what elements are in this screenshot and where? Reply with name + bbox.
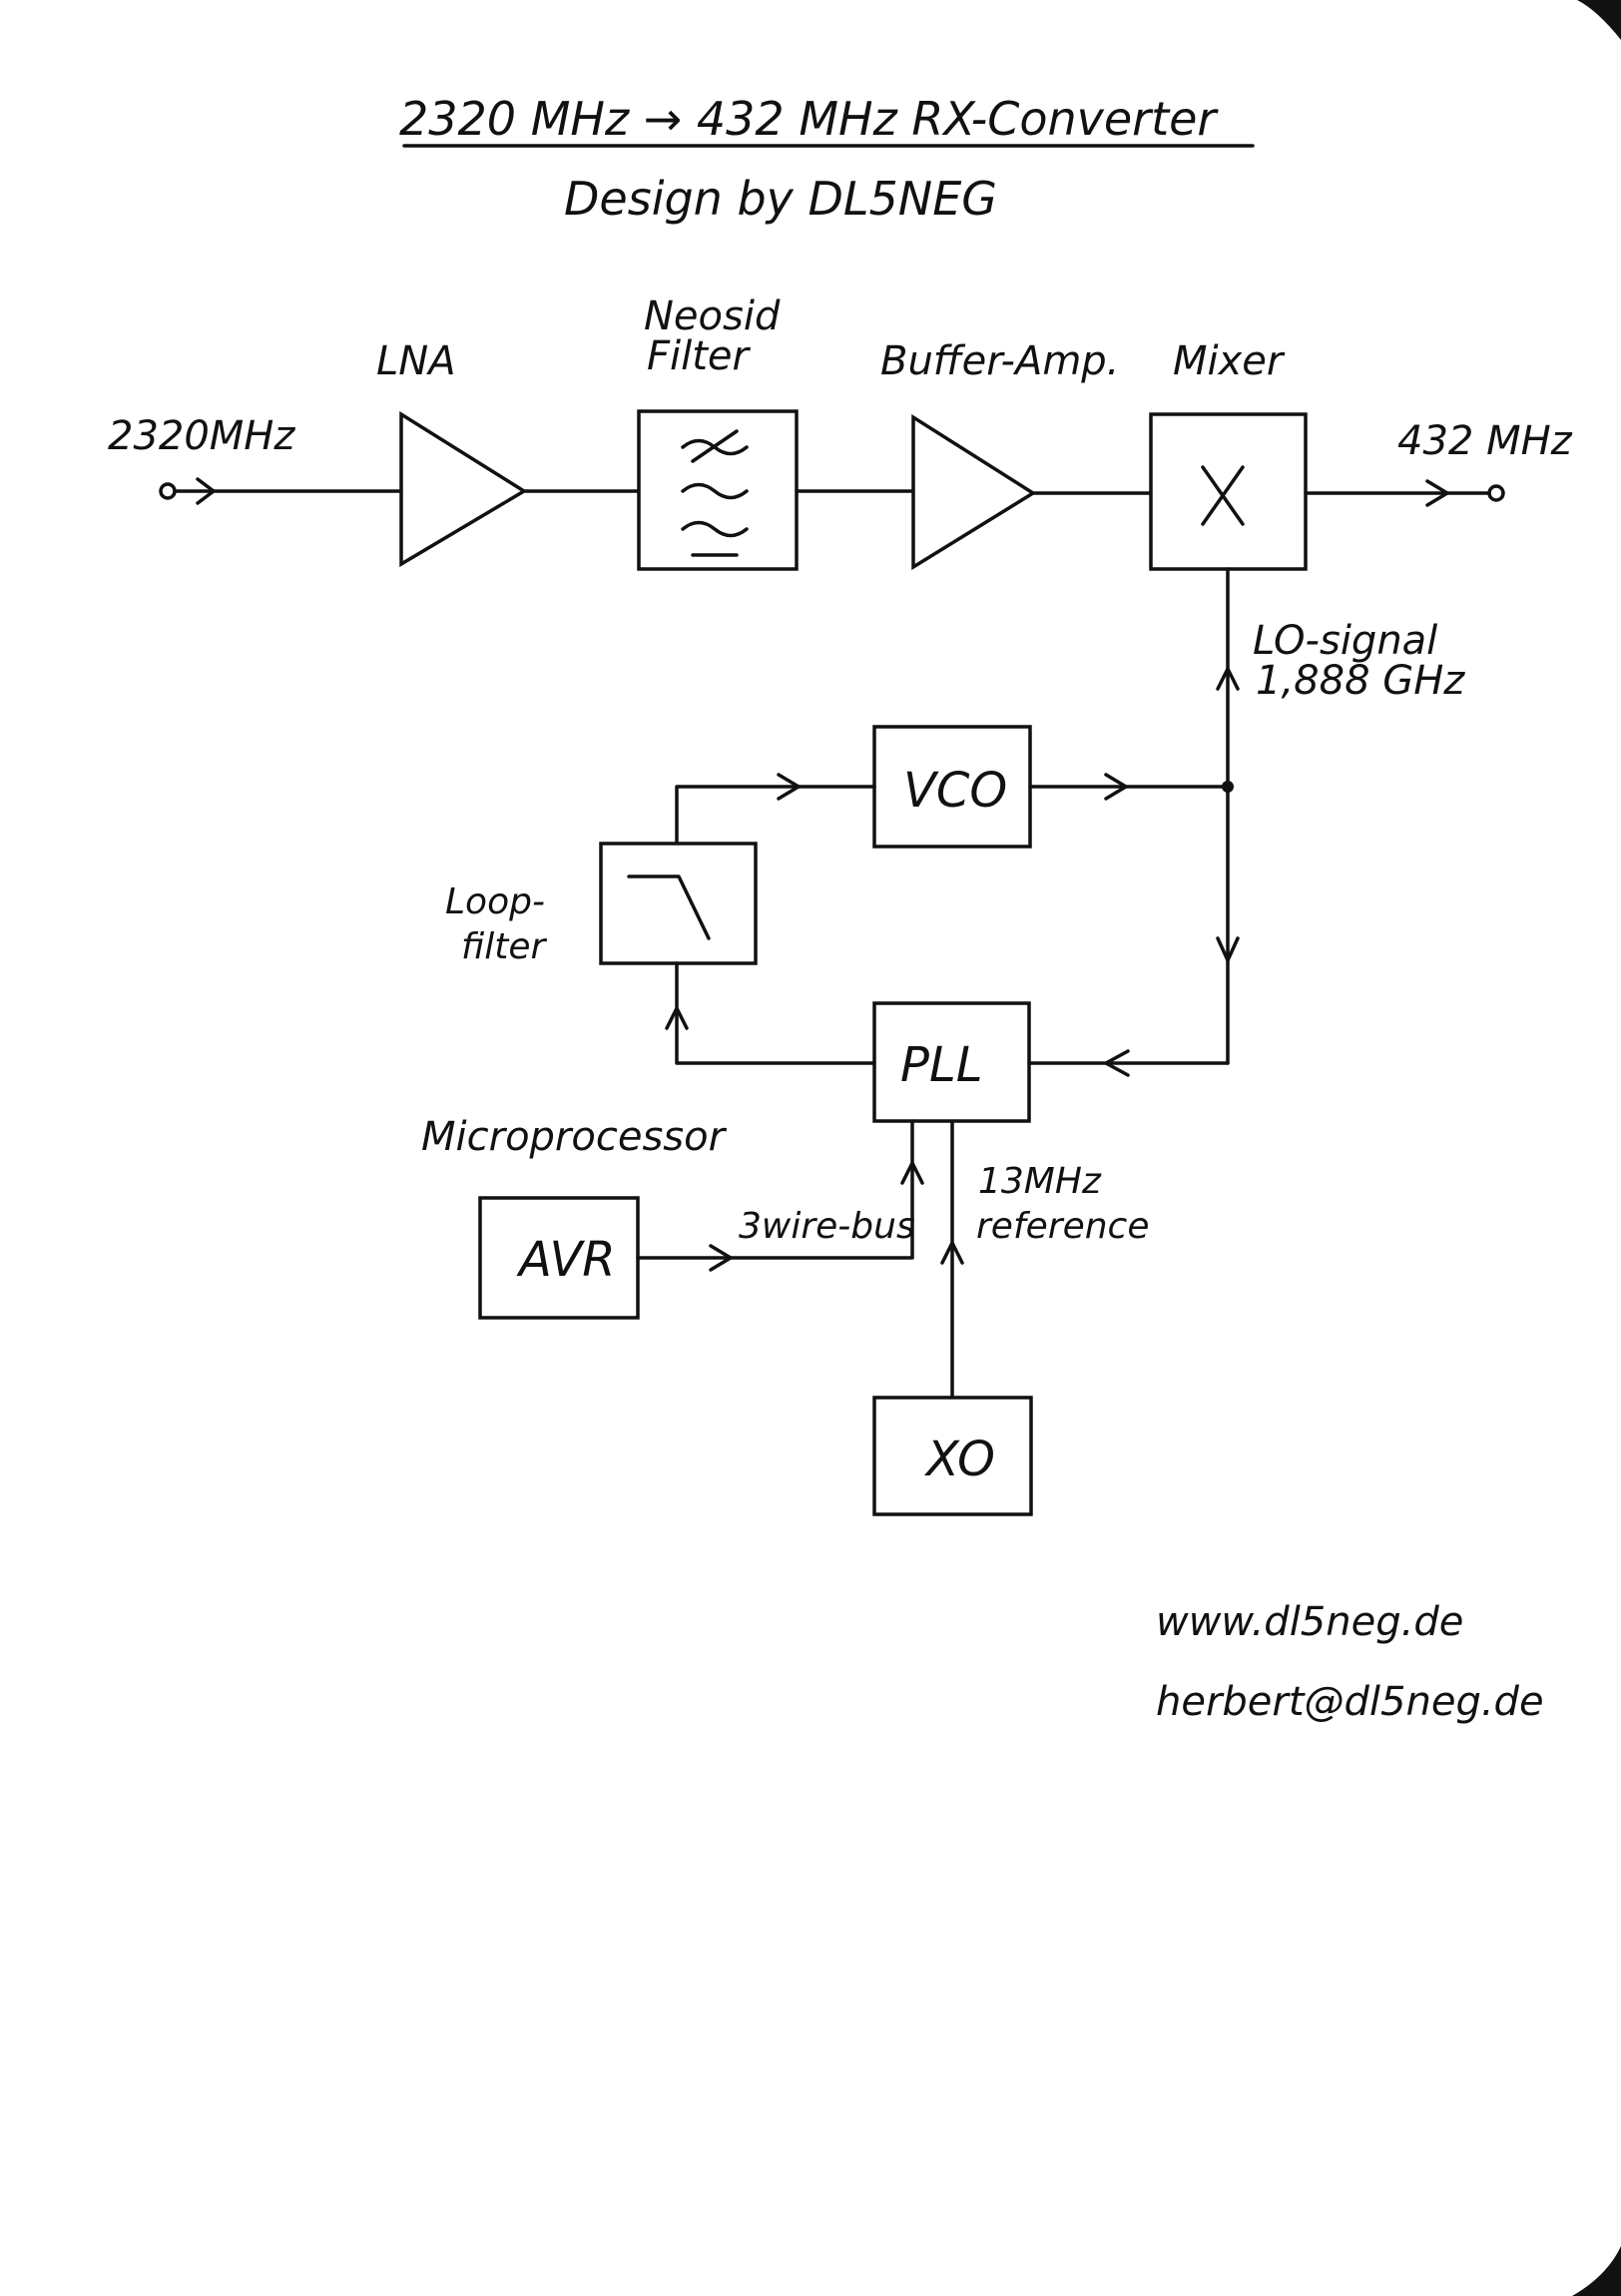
buffer-amplifier <box>911 413 1037 571</box>
filter-symbol-wave-3 <box>681 520 749 538</box>
pll-label: PLL <box>900 1037 982 1093</box>
pll-to-loopfilter-line <box>675 961 876 1065</box>
mixer-x-stroke-2 <box>1201 465 1245 526</box>
page-subtitle: Design by DL5NEG <box>564 172 997 226</box>
page-title: 2320 MHz → 432 MHz RX-Converter <box>399 92 1219 146</box>
page-corner-top-right <box>1577 0 1621 40</box>
buffer-amp-label: Buffer-Amp. <box>880 338 1119 384</box>
website-text: www.dl5neg.de <box>1156 1599 1463 1645</box>
pll-in-arrow-icon <box>1104 1049 1130 1077</box>
filter-symbol-wave-2 <box>681 482 749 500</box>
output-terminal <box>1487 484 1505 502</box>
lowpass-symbol <box>627 874 711 940</box>
input-arrow-icon <box>196 477 216 505</box>
microprocessor-label: Microprocessor <box>421 1114 728 1160</box>
output-arrow-icon <box>1425 479 1449 507</box>
loopfilter-in-arrow-icon <box>665 1006 689 1030</box>
loopfilter-to-vco-line <box>675 785 876 846</box>
page-corner-bottom-right <box>1572 2246 1621 2296</box>
mixer-label: Mixer <box>1173 338 1286 384</box>
lna-amplifier <box>399 410 528 568</box>
filter-label-line2: Filter <box>647 333 752 379</box>
lo-down-arrow-icon <box>1216 936 1240 962</box>
lo-up-arrow-icon <box>1216 667 1240 691</box>
bus-up-arrow-icon <box>900 1161 924 1185</box>
xo-block <box>872 1396 1033 1516</box>
filter-symbol-slash <box>691 429 739 463</box>
vco-label: VCO <box>903 763 1007 819</box>
email-text: herbert@dl5neg.de <box>1156 1679 1544 1725</box>
ref-up-arrow-icon <box>940 1241 964 1265</box>
neosid-filter-block <box>637 409 799 571</box>
reference-label-line1: 13MHz <box>978 1161 1102 1202</box>
avr-label: AVR <box>516 1232 616 1288</box>
lo-label-line2: 1,888 GHz <box>1256 658 1465 704</box>
loopfilter-label-line2: filter <box>461 926 548 967</box>
input-label: 2320MHz <box>108 413 295 459</box>
lo-label-line1: LO-signal <box>1253 618 1437 664</box>
output-label: 432 MHz <box>1397 418 1573 464</box>
bus-arrow-icon <box>709 1244 733 1272</box>
loopfilter-label-line1: Loop- <box>445 881 545 922</box>
loopfilter-out-arrow-icon <box>777 773 801 801</box>
filter-label-line1: Neosid <box>644 293 781 339</box>
lna-label: LNA <box>376 338 456 384</box>
vco-out-arrow-icon <box>1104 773 1128 801</box>
pll-block <box>872 1001 1031 1123</box>
reference-label-line2: reference <box>976 1206 1149 1247</box>
mixer-block <box>1149 412 1308 571</box>
loop-filter-block <box>599 842 758 965</box>
input-terminal <box>159 482 177 500</box>
bus-label: 3wire-bus <box>739 1206 915 1247</box>
xo-label: XO <box>923 1432 995 1487</box>
